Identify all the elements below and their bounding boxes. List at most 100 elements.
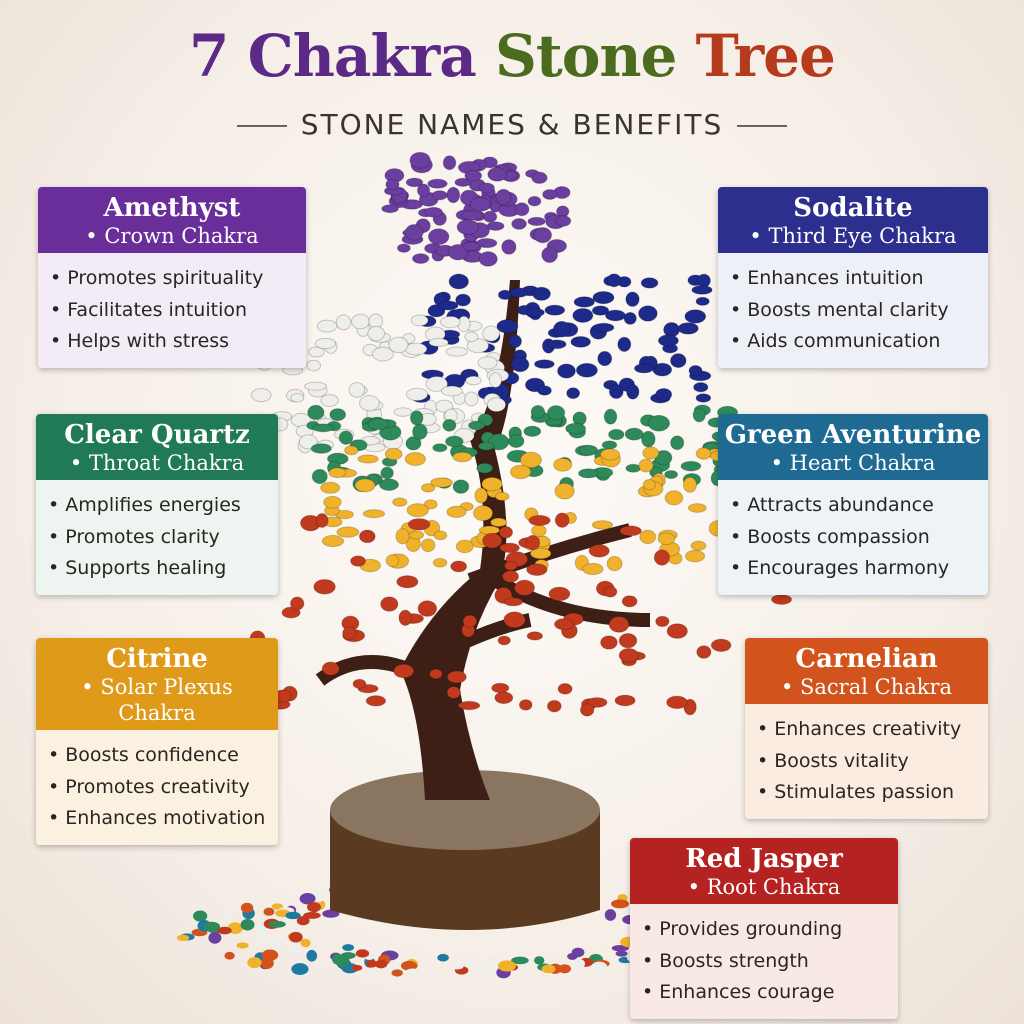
stone-chip (495, 188, 512, 206)
stone-chip (608, 615, 630, 633)
stone-chip (437, 300, 459, 311)
stone-chip (684, 549, 706, 563)
stone-chip (447, 244, 469, 261)
stone-chip (619, 525, 642, 537)
pebble (387, 960, 403, 972)
stone-chip (666, 695, 688, 710)
stone-chip (396, 575, 419, 589)
pebble (486, 955, 501, 967)
pebble (611, 899, 629, 909)
stone-chip (597, 350, 613, 367)
stone-chip (446, 186, 461, 204)
pebble (299, 892, 316, 905)
pebble (437, 953, 449, 962)
stone-chip (690, 540, 707, 551)
stone-chip (442, 155, 457, 171)
pebble (391, 969, 403, 977)
stone-chip (514, 579, 536, 596)
stone-chip (321, 534, 345, 548)
benefit-item: • Helps with stress (50, 330, 230, 352)
stone-chip (410, 314, 429, 327)
stone-card-amethyst: Amethyst • Crown Chakra • Promotes spiri… (38, 187, 306, 368)
stone-chip (483, 210, 498, 223)
stone-chip (641, 430, 656, 448)
stone-chip (670, 353, 687, 369)
benefit-item: • Boosts confidence (48, 744, 239, 766)
stone-chip (503, 597, 524, 607)
stone-chip (321, 661, 340, 676)
chakra-name: • Root Chakra (687, 875, 841, 899)
stone-chip (455, 539, 474, 554)
pebble (615, 950, 628, 957)
chakra-name: • Solar Plexus Chakra (81, 675, 233, 725)
stone-chip (432, 443, 448, 453)
stone-chip (526, 631, 544, 641)
stone-chip (608, 428, 625, 441)
stone-chip (642, 478, 656, 491)
stone-chip (688, 364, 703, 377)
stone-chip (440, 315, 461, 329)
pebble (534, 956, 545, 965)
benefit-item: • Enhances intuition (730, 267, 924, 289)
pebble (449, 963, 464, 970)
stone-chip (696, 645, 712, 659)
benefits-list: • Enhances intuition• Boosts mental clar… (718, 253, 988, 368)
stone-chip (606, 273, 622, 288)
stone-chip (307, 404, 325, 421)
stone-chip (642, 446, 660, 460)
stone-chip (687, 503, 707, 513)
card-header: Amethyst • Crown Chakra (38, 187, 306, 253)
pebble (208, 931, 222, 944)
stone-chip (478, 182, 495, 194)
stone-chip (531, 524, 547, 538)
benefit-item: • Enhances creativity (757, 718, 962, 740)
stone-name: Sodalite (793, 193, 913, 223)
stone-chip (542, 188, 558, 200)
stone-chip (575, 362, 598, 378)
stone-chip (456, 219, 480, 236)
stone-chip (647, 414, 671, 432)
pebble (203, 921, 221, 931)
stone-chip (666, 623, 688, 639)
benefits-list: • Attracts abundance• Boosts compassion•… (718, 480, 988, 595)
stone-chip (519, 451, 543, 469)
chakra-name: • Heart Chakra (770, 451, 936, 475)
stone-chip (527, 216, 546, 227)
stone-name: Carnelian (795, 644, 938, 674)
stone-chip (381, 204, 399, 214)
stone-chip (497, 289, 513, 301)
stone-chip (608, 384, 624, 400)
stone-chip (457, 700, 481, 711)
pebble (322, 909, 340, 918)
benefit-item: • Enhances motivation (48, 807, 266, 829)
benefit-item: • Promotes clarity (48, 525, 220, 548)
pebble (261, 949, 279, 961)
stone-card-citrine: Citrine • Solar Plexus Chakra • Boosts c… (36, 638, 278, 845)
stone-chip (624, 427, 644, 441)
stone-chip (405, 177, 424, 188)
stone-card-carnelian: Carnelian • Sacral Chakra • Enhances cre… (745, 638, 988, 819)
card-header: Green Aventurine • Heart Chakra (718, 414, 988, 480)
stone-chip (412, 423, 428, 440)
stone-chip (509, 464, 532, 480)
pebble (288, 931, 303, 943)
pebble (355, 949, 370, 958)
stone-chip (710, 638, 732, 652)
stone-chip (579, 703, 595, 717)
stone-chip (592, 290, 615, 305)
pebble (404, 968, 422, 979)
stone-card-red-jasper: Red Jasper • Root Chakra • Provides grou… (630, 838, 898, 1019)
stone-chip (600, 635, 618, 650)
stone-chip (429, 668, 443, 680)
benefits-list: • Provides grounding• Boosts strength• E… (630, 904, 898, 1019)
stone-chip (328, 467, 347, 479)
pebble (296, 916, 310, 926)
stone-chip (440, 385, 463, 397)
stone-chip (508, 334, 522, 349)
stone-chip (406, 503, 429, 518)
stone-chip (591, 305, 610, 316)
stone-chip (316, 319, 338, 333)
stone-chip (693, 382, 709, 393)
pebble (286, 945, 301, 956)
stone-card-clear-quartz: Clear Quartz • Throat Chakra • Amplifies… (36, 414, 278, 595)
